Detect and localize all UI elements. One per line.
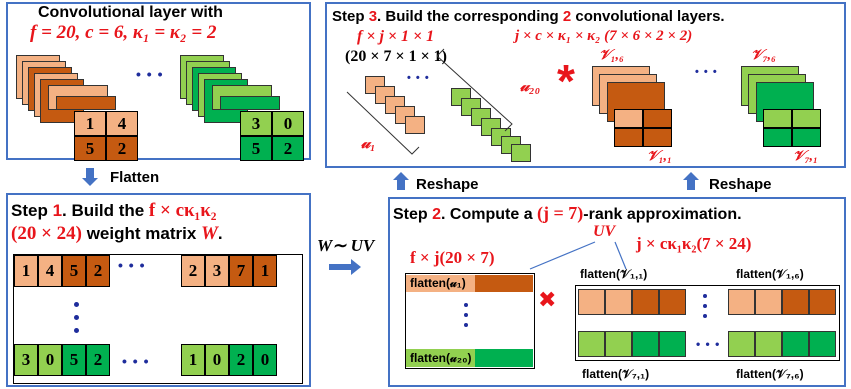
- conv-layer-title: Convolutional layer with: [38, 4, 223, 21]
- vertical-dot: [74, 328, 79, 333]
- step2-panel: Step 2. Compute a (j = 7)-rank approxima…: [388, 197, 846, 387]
- v16-label: 𝒱₁,₆: [599, 48, 624, 63]
- v11-label: 𝒱₁,₁: [647, 149, 672, 164]
- multiply-cross-icon: ✖: [538, 287, 557, 312]
- matrix-cell: 3: [205, 255, 229, 287]
- orange-cell: 4: [106, 111, 138, 136]
- matrix-cell: 0: [38, 344, 62, 376]
- reshape-left-arrow-head: [393, 172, 409, 180]
- ellipsis: • • •: [696, 337, 721, 351]
- vertical-dot: [74, 302, 79, 307]
- conv-layer-params: f = 20, c = 6, κ₁ = κ₂ = 2: [30, 22, 217, 43]
- flatten-v16-label: flatten(𝒱₁,₆): [736, 267, 804, 281]
- step1-subtitle: (20 × 24) weight matrix W.: [11, 223, 223, 244]
- orange-cell: 5: [74, 136, 106, 161]
- reshape-right-arrow: [687, 180, 695, 190]
- matrix-cell: 0: [205, 344, 229, 376]
- ellipsis: • • •: [695, 66, 718, 78]
- uv-pointer-lines: [529, 241, 627, 270]
- approx-arrow-head: [351, 259, 361, 275]
- flatten-arrow-head: [82, 178, 98, 186]
- matrix-cell: 5: [62, 344, 86, 376]
- matrix-cell: 2: [181, 255, 205, 287]
- matrix-cell: 2: [86, 255, 110, 287]
- step1-panel: Step 1. Build the f × cκ₁κ₂ (20 × 24) we…: [6, 193, 311, 387]
- matrix-cell: 1: [14, 255, 38, 287]
- v76-label: 𝒱₇,₆: [751, 48, 776, 63]
- step3-panel: Step 3. Build the corresponding 2 convol…: [325, 2, 846, 168]
- vertical-dot: [703, 294, 707, 298]
- matrix-cell: 0: [253, 344, 277, 376]
- flatten-label: Flatten: [110, 169, 160, 186]
- vertical-dot: [703, 304, 707, 308]
- step2-title: Step 2. Compute a (j = 7)-rank approxima…: [393, 203, 742, 223]
- matrix-cell: 2: [86, 344, 110, 376]
- ellipsis: • • •: [122, 353, 150, 369]
- u-dims: f × j × 1 × 1: [357, 28, 435, 45]
- orange-cell: 1: [74, 111, 106, 136]
- weight-matrix: [13, 254, 303, 384]
- u20-label: 𝓊₂₀: [520, 78, 541, 95]
- ellipsis: • • •: [136, 66, 164, 82]
- vertical-dot: [703, 314, 707, 318]
- orange-cell: 2: [106, 136, 138, 161]
- uv-label: UV: [593, 223, 616, 240]
- u-row-20b: [475, 349, 533, 367]
- flatten-u20-label: flatten(𝓊₂₀): [410, 351, 472, 365]
- u-dim-label: f × j(20 × 7): [410, 248, 495, 267]
- conv-layer-panel: Convolutional layer with f = 20, c = 6, …: [6, 2, 311, 161]
- green-cell: 5: [240, 136, 272, 161]
- flatten-u1-label: flatten(𝓊₁): [410, 276, 466, 290]
- matrix-cell: 7: [229, 255, 253, 287]
- matrix-cell: 4: [38, 255, 62, 287]
- ellipsis: • • •: [118, 257, 146, 273]
- v-matrix: [575, 285, 840, 361]
- v-dim-label: j × cκ₁κ₂(7 × 24): [636, 234, 752, 253]
- reshape-right-arrow-head: [683, 172, 699, 180]
- flatten-v76-label: flatten(𝒱₇,₆): [736, 367, 804, 381]
- reshape-left-arrow: [397, 180, 405, 190]
- vertical-dot: [74, 315, 79, 320]
- reshape-right-label: Reshape: [709, 176, 772, 193]
- green-cell: 3: [240, 111, 272, 136]
- v-dims: j × c × κ₁ × κ₂ (7 × 6 × 2 × 2): [515, 28, 693, 44]
- u1-label: 𝓊₁: [361, 135, 376, 152]
- v71-label: 𝒱₇,₁: [793, 149, 818, 164]
- u-brackets: [346, 48, 513, 155]
- flatten-v11-label: flatten(𝒱₁,₁): [580, 267, 648, 281]
- step3-title: Step 3. Build the corresponding 2 convol…: [332, 8, 725, 25]
- conv-operator-icon: *: [557, 55, 575, 107]
- green-cell: 2: [272, 136, 304, 161]
- approx-arrow: [329, 264, 351, 270]
- u-matrix: [405, 273, 535, 369]
- u-row-1b: [475, 275, 533, 292]
- u-dims-numeric: (20 × 7 × 1 × 1): [345, 48, 448, 65]
- matrix-cell: 5: [62, 255, 86, 287]
- green-cell: 0: [272, 111, 304, 136]
- vertical-dot: [464, 323, 468, 327]
- step1-title: Step 1. Build the f × cκ₁κ₂: [11, 200, 217, 221]
- matrix-cell: 2: [229, 344, 253, 376]
- vertical-dot: [464, 303, 468, 307]
- matrix-cell: 1: [181, 344, 205, 376]
- matrix-cell: 3: [14, 344, 38, 376]
- u-row-20: [406, 349, 475, 367]
- reshape-left-label: Reshape: [416, 176, 479, 193]
- flatten-v71-label: flatten(𝒱₇,₁): [582, 367, 650, 381]
- w-approx-label: W∼ UV: [317, 236, 375, 255]
- vertical-dot: [464, 313, 468, 317]
- flatten-arrow: [86, 168, 94, 178]
- u-row-1: [406, 275, 475, 292]
- matrix-cell: 1: [253, 255, 277, 287]
